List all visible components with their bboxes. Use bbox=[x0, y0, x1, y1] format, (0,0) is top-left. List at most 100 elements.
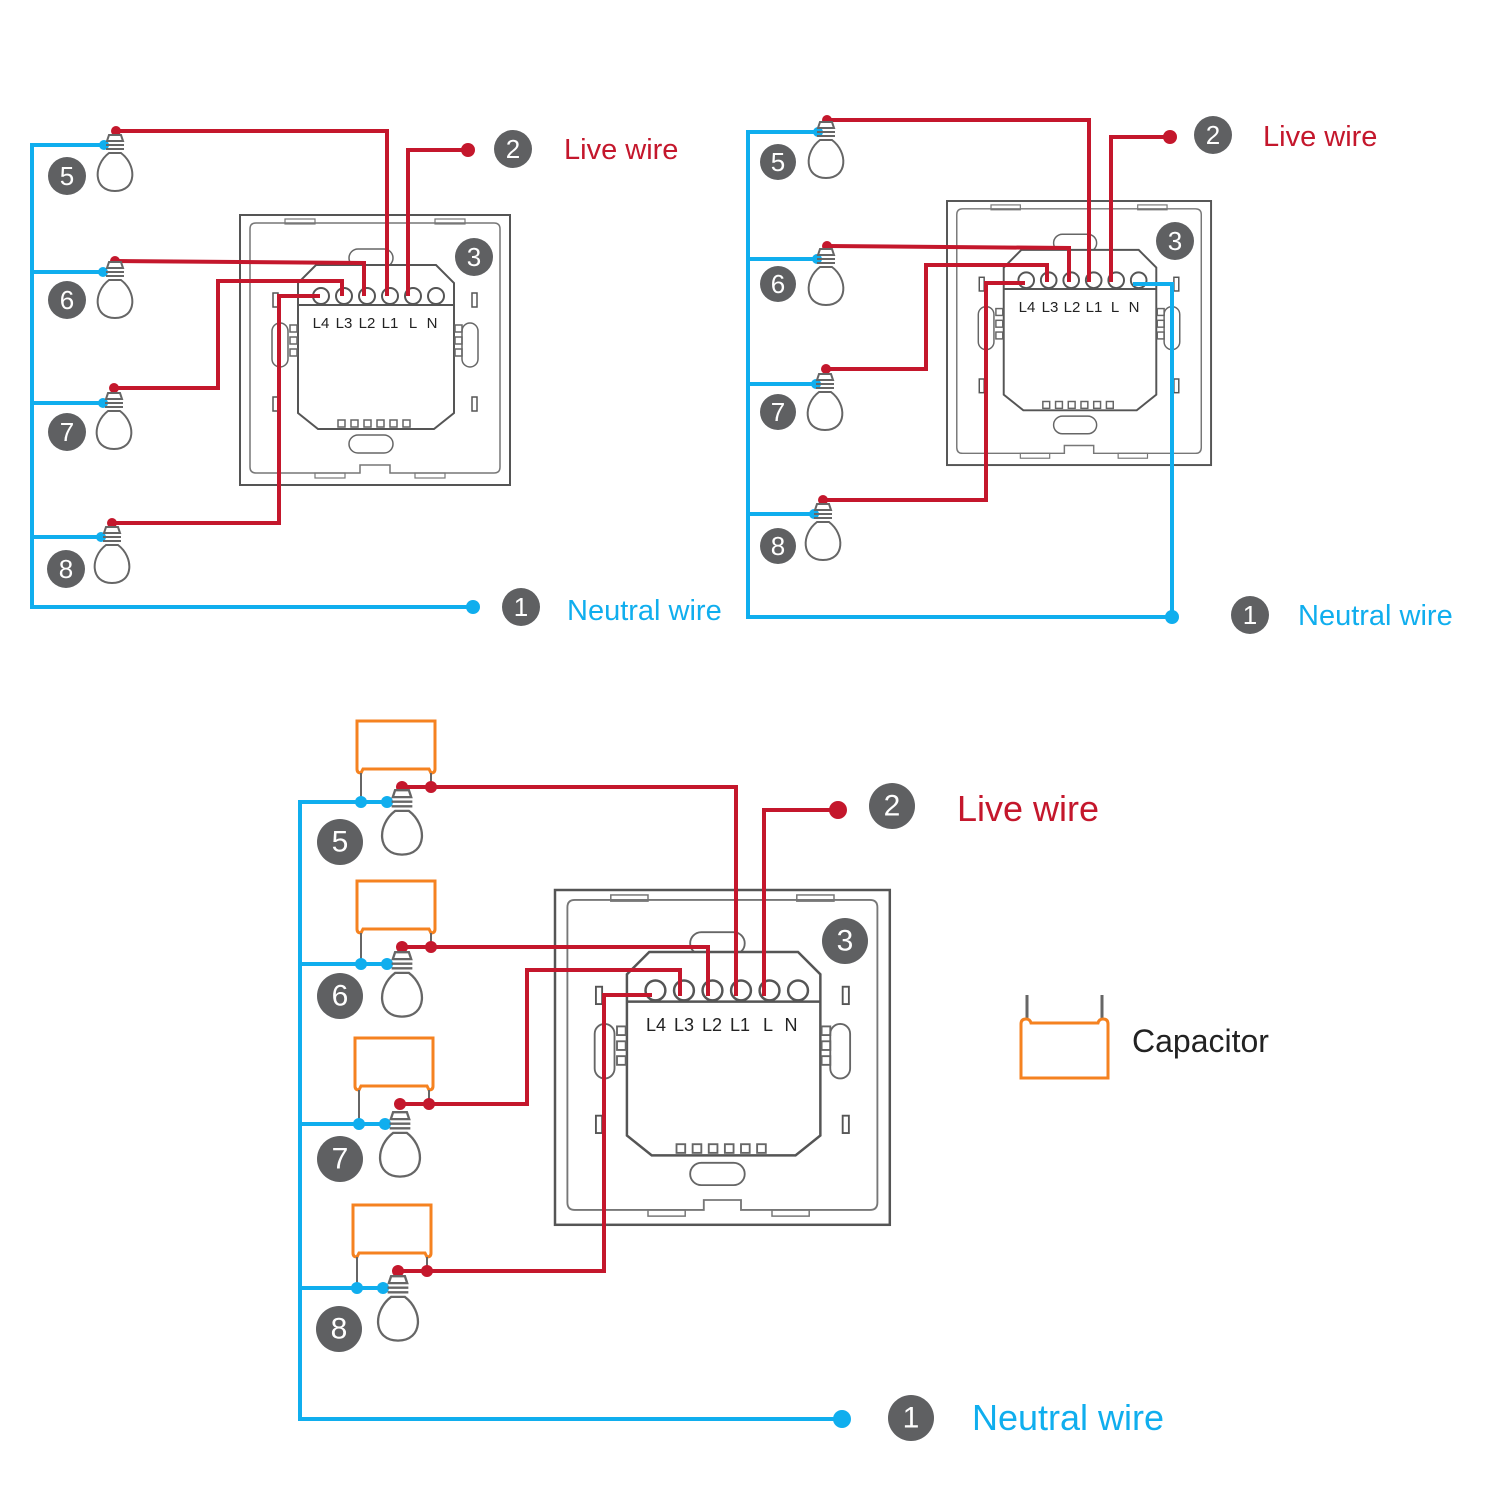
live-wire bbox=[406, 148, 468, 296]
svg-text:2: 2 bbox=[506, 134, 520, 164]
neutral-terminal-dot bbox=[1165, 610, 1179, 624]
badge-switch: 3 bbox=[822, 918, 868, 964]
terminal-label: L3 bbox=[1042, 299, 1059, 316]
badge-lamp-7: 7 bbox=[760, 394, 796, 430]
svg-text:3: 3 bbox=[467, 242, 481, 272]
terminal-label: L1 bbox=[730, 1015, 750, 1035]
load-wire-L1 bbox=[403, 785, 738, 996]
lamp-capacitor-row bbox=[351, 1203, 433, 1342]
svg-text:8: 8 bbox=[59, 554, 73, 584]
badge-switch: 3 bbox=[1156, 222, 1194, 260]
neutral-wire bbox=[30, 143, 473, 609]
capacitor-icon bbox=[351, 1203, 433, 1259]
badge-lamp-5: 5 bbox=[48, 157, 86, 195]
badge-lamp-8: 8 bbox=[47, 550, 85, 588]
load-wire-L4 bbox=[398, 993, 652, 1273]
svg-text:5: 5 bbox=[771, 147, 785, 177]
load-wire-L2 bbox=[114, 259, 366, 296]
badge-lamp-7: 7 bbox=[48, 413, 86, 451]
svg-text:5: 5 bbox=[60, 161, 74, 191]
badge-lamp-7: 7 bbox=[317, 1136, 363, 1182]
svg-text:7: 7 bbox=[771, 397, 785, 427]
lamp-capacitor-row bbox=[355, 719, 437, 856]
svg-text:6: 6 bbox=[60, 285, 74, 315]
terminal-label: L2 bbox=[1064, 299, 1081, 316]
capacitor-legend: Capacitor bbox=[1019, 995, 1269, 1080]
neutral-junction-dot bbox=[351, 1282, 363, 1294]
terminal-labels: L4 L3 L2 L1 L N bbox=[1019, 299, 1140, 316]
load-wire-L2 bbox=[402, 945, 710, 996]
diagram-a: L4 L3 L2 L1 L N 5 6 7 8 3 bbox=[30, 126, 722, 627]
badge-lamp-8: 8 bbox=[760, 528, 796, 564]
live-wire-label: Live wire bbox=[1263, 121, 1377, 153]
terminal-label: N bbox=[1129, 299, 1140, 316]
svg-text:6: 6 bbox=[771, 269, 785, 299]
badge-switch: 3 bbox=[455, 238, 493, 276]
neutral-wire-label: Neutral wire bbox=[567, 595, 722, 627]
svg-text:3: 3 bbox=[837, 925, 854, 958]
terminal-labels: L4 L3 L2 L1 L N bbox=[313, 315, 438, 332]
neutral-wire-label: Neutral wire bbox=[1298, 600, 1453, 632]
capacitor-icon bbox=[355, 879, 437, 935]
badge-neutral: 1 bbox=[502, 588, 540, 626]
terminal-labels: L4 L3 L2 L1 L N bbox=[646, 1015, 798, 1035]
terminal-label: L2 bbox=[702, 1015, 722, 1035]
badge-lamp-8: 8 bbox=[316, 1306, 362, 1352]
neutral-junction-dot bbox=[381, 796, 393, 808]
neutral-wire bbox=[746, 130, 1172, 619]
terminal-label: L3 bbox=[674, 1015, 694, 1035]
svg-text:8: 8 bbox=[331, 1313, 348, 1346]
terminal-label: L4 bbox=[1019, 299, 1036, 316]
diagram-b: L4 L3 L2 L1 L N 5 6 7 8 3 2 1 Liv bbox=[746, 115, 1453, 634]
load-wire-L4 bbox=[823, 281, 1025, 502]
live-terminal-dot bbox=[461, 143, 475, 157]
terminal-label: L bbox=[763, 1015, 773, 1035]
badge-live: 2 bbox=[1194, 116, 1232, 154]
lamp-capacitor-row bbox=[353, 1036, 435, 1178]
capacitor-icon bbox=[1019, 995, 1110, 1080]
badge-lamp-6: 6 bbox=[48, 281, 86, 319]
capacitor-label: Capacitor bbox=[1132, 1023, 1269, 1059]
neutral-wire-to-N bbox=[1133, 282, 1174, 617]
terminal-label: L1 bbox=[382, 315, 399, 332]
terminal-label: N bbox=[427, 315, 438, 332]
neutral-terminal-dot bbox=[833, 1410, 851, 1428]
svg-text:7: 7 bbox=[60, 417, 74, 447]
neutral-terminal-dot bbox=[466, 600, 480, 614]
neutral-junction-dot bbox=[355, 796, 367, 808]
load-wire-L3 bbox=[826, 263, 1049, 371]
live-terminal-dot bbox=[1163, 130, 1177, 144]
badge-lamp-5: 5 bbox=[760, 144, 796, 180]
badge-lamp-6: 6 bbox=[760, 266, 796, 302]
svg-text:1: 1 bbox=[514, 592, 528, 622]
svg-text:8: 8 bbox=[771, 531, 785, 561]
svg-text:5: 5 bbox=[332, 826, 349, 859]
load-wire-L2 bbox=[826, 244, 1071, 282]
badge-lamp-6: 6 bbox=[317, 973, 363, 1019]
neutral-junction-dot bbox=[353, 1118, 365, 1130]
terminal-label: L bbox=[1111, 299, 1119, 316]
badge-live: 2 bbox=[494, 130, 532, 168]
neutral-wire bbox=[298, 800, 842, 1421]
svg-text:1: 1 bbox=[1243, 600, 1257, 630]
neutral-junction-dot bbox=[379, 1118, 391, 1130]
terminal-label: L4 bbox=[313, 315, 330, 332]
svg-text:2: 2 bbox=[1206, 120, 1220, 150]
terminal-label: N bbox=[785, 1015, 798, 1035]
terminal-label: L2 bbox=[359, 315, 376, 332]
live-wire-label: Live wire bbox=[564, 134, 678, 166]
svg-text:6: 6 bbox=[332, 980, 349, 1013]
terminal-label: L4 bbox=[646, 1015, 666, 1035]
load-wire-L3 bbox=[114, 279, 344, 390]
neutral-junction-dot bbox=[355, 958, 367, 970]
badge-live: 2 bbox=[869, 783, 915, 829]
load-wire-L3 bbox=[400, 968, 682, 1106]
load-wire-L4 bbox=[112, 294, 320, 525]
capacitor-rows bbox=[351, 719, 437, 1342]
svg-text:3: 3 bbox=[1168, 226, 1182, 256]
live-wire-label: Live wire bbox=[957, 788, 1099, 829]
capacitor-icon bbox=[355, 719, 437, 775]
svg-text:7: 7 bbox=[332, 1143, 349, 1176]
live-wire bbox=[762, 808, 838, 996]
